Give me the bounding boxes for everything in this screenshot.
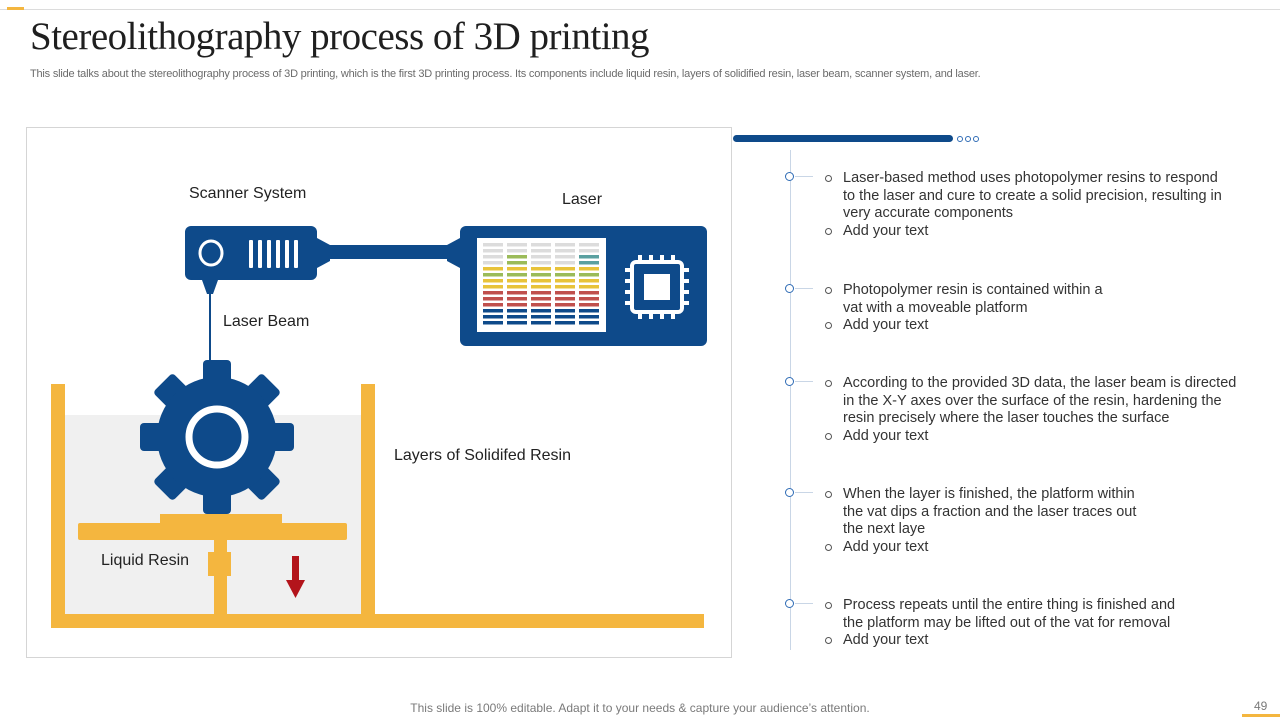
timeline-dot xyxy=(973,136,979,142)
timeline-dot xyxy=(965,136,971,142)
timeline-step: Process repeats until the entire thing i… xyxy=(785,597,1255,650)
step-placeholder: Add your text xyxy=(785,223,1255,241)
page-subtitle: This slide talks about the stereolithogr… xyxy=(30,68,981,80)
step-node xyxy=(785,377,794,386)
step-node xyxy=(785,599,794,608)
page-number: 49 xyxy=(1254,699,1268,713)
step-placeholder: Add your text xyxy=(785,632,1255,650)
step-text: Photopolymer resin is contained within a… xyxy=(785,282,1113,317)
scanner-icon xyxy=(185,226,460,294)
page-title: Stereolithography process of 3D printing xyxy=(30,15,650,58)
step-node xyxy=(785,172,794,181)
gear-icon xyxy=(140,360,294,514)
label-laser-beam: Laser Beam xyxy=(223,313,310,330)
laser-icon xyxy=(460,226,707,346)
top-accent xyxy=(7,7,24,10)
page-accent xyxy=(1242,714,1280,717)
platform-plate xyxy=(78,523,347,540)
vat-base xyxy=(51,614,704,628)
step-text: When the layer is finished, the platform… xyxy=(785,486,1148,539)
top-divider xyxy=(0,9,1280,10)
step-text: Process repeats until the entire thing i… xyxy=(785,597,1188,632)
diagram-frame xyxy=(26,127,732,658)
moveable-platform xyxy=(78,514,347,615)
down-arrow-icon xyxy=(286,556,305,598)
label-liquid-resin: Liquid Resin xyxy=(101,552,190,569)
label-scanner-system: Scanner System xyxy=(189,185,307,202)
resin-vat xyxy=(51,384,704,628)
step-placeholder: Add your text xyxy=(785,539,1255,557)
step-placeholder: Add your text xyxy=(785,428,1255,446)
chip-icon xyxy=(625,255,689,319)
step-text: According to the provided 3D data, the l… xyxy=(785,375,1248,428)
timeline-step: According to the provided 3D data, the l… xyxy=(785,375,1255,445)
platform-collar xyxy=(208,552,231,576)
step-node xyxy=(785,488,794,497)
timeline-step: When the layer is finished, the platform… xyxy=(785,486,1255,556)
label-laser: Laser xyxy=(562,191,603,208)
solidified-layers xyxy=(160,514,282,524)
step-text: Laser-based method uses photopolymer res… xyxy=(785,170,1233,223)
step-node xyxy=(785,284,794,293)
step-placeholder: Add your text xyxy=(785,317,1255,335)
footer-note: This slide is 100% editable. Adapt it to… xyxy=(410,701,870,715)
label-solidified-resin: Layers of Solidifed Resin xyxy=(394,447,571,464)
vat-left-wall xyxy=(51,384,65,628)
vat-right-wall xyxy=(361,384,375,615)
timeline-dot xyxy=(957,136,963,142)
connector-arm xyxy=(328,245,448,259)
platform-stem xyxy=(214,540,227,615)
timeline-step: Laser-based method uses photopolymer res… xyxy=(785,170,1255,240)
timeline-step: Photopolymer resin is contained within a… xyxy=(785,282,1255,335)
timeline-header-bar xyxy=(733,135,953,142)
timeline-line xyxy=(790,150,791,650)
